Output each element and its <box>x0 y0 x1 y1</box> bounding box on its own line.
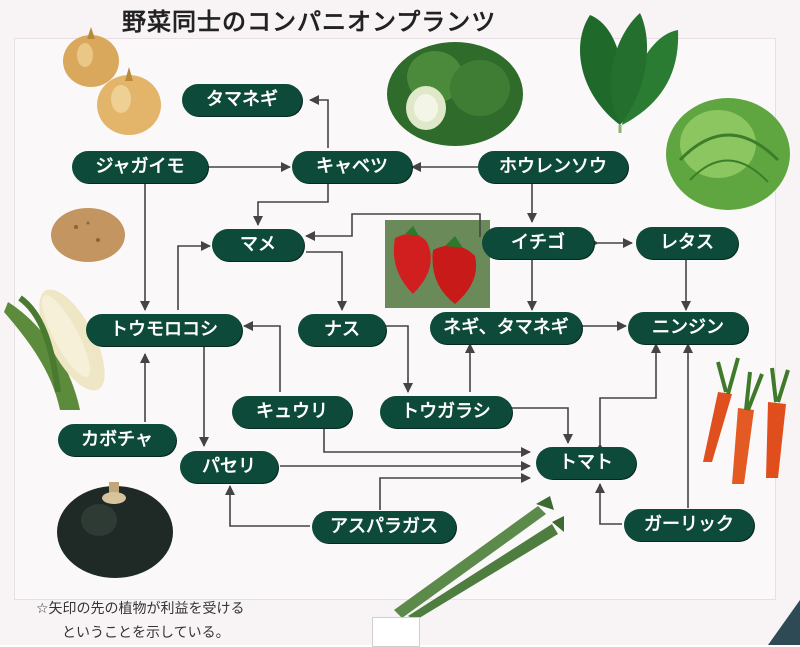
node-asuparagasu: アスパラガス <box>312 511 456 543</box>
node-gaarikku: ガーリック <box>624 509 754 541</box>
potato-icon <box>51 208 125 262</box>
node-negi-tamanegi: ネギ、タマネギ <box>430 312 582 344</box>
node-tomato: トマト <box>536 447 636 479</box>
node-retasu: レタス <box>636 227 738 259</box>
asparagus-icon <box>394 496 564 620</box>
legend-note-line2: ということを示している。 <box>62 625 230 641</box>
node-tougarashi: トウガラシ <box>380 396 512 428</box>
node-kabocha: カボチャ <box>58 424 176 456</box>
onion-icon <box>63 27 161 135</box>
watermark-stamp <box>372 617 420 647</box>
node-jagaimo: ジャガイモ <box>72 151 208 183</box>
carrot-icon <box>703 357 790 484</box>
node-kyabetsu: キャベツ <box>292 151 412 183</box>
node-nasu: ナス <box>298 314 386 346</box>
node-mame: マメ <box>212 229 304 261</box>
diagram-title: 野菜同士のコンパニオンプランツ <box>122 8 497 36</box>
spinach-icon <box>580 13 679 133</box>
node-paseri: パセリ <box>180 451 278 483</box>
node-ninjin: ニンジン <box>628 312 748 344</box>
node-kyuuri: キュウリ <box>232 396 352 428</box>
cabbage-icon <box>387 42 523 146</box>
node-toumorokoshi: トウモロコシ <box>86 314 242 346</box>
lettuce-icon <box>666 98 790 210</box>
corn-icon <box>4 289 105 410</box>
strawberry-icon <box>385 220 490 308</box>
node-hourensou: ホウレンソウ <box>478 151 628 183</box>
legend-note-line1: ☆矢印の先の植物が利益を受ける <box>36 601 245 617</box>
pumpkin-icon <box>57 482 173 578</box>
node-ichigo: イチゴ <box>482 227 594 259</box>
node-tamanegi: タマネギ <box>182 84 302 116</box>
